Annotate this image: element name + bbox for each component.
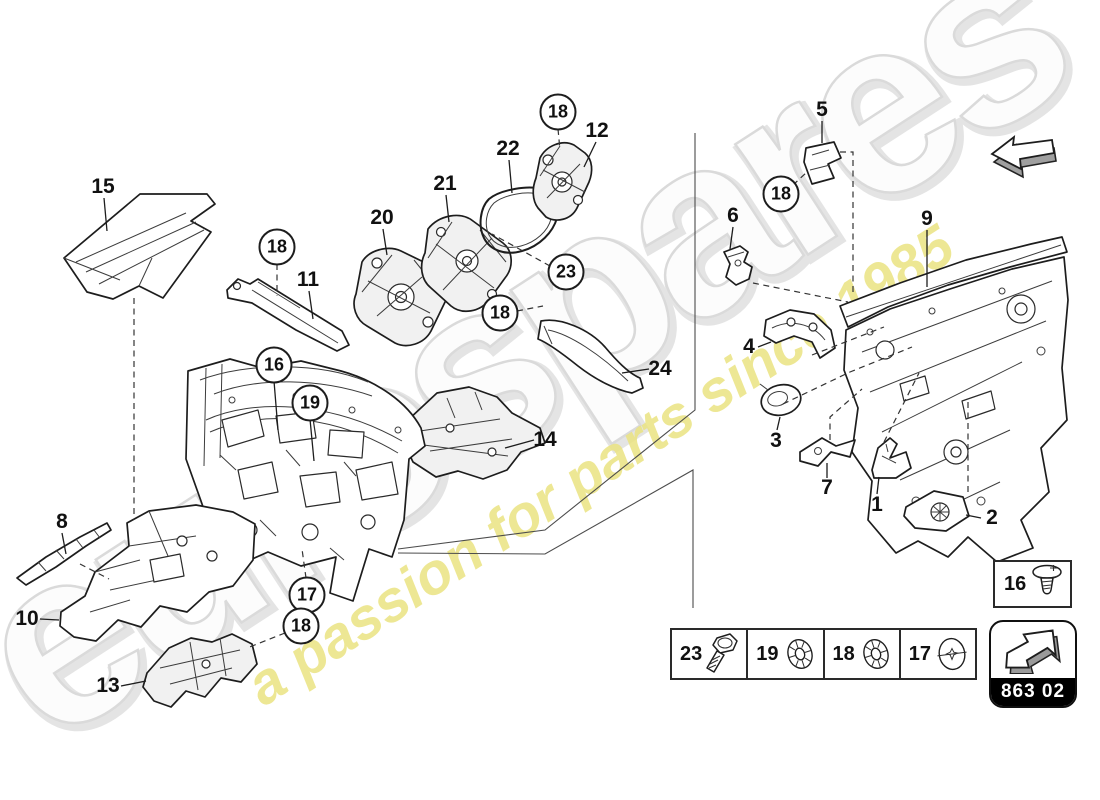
leader-lines xyxy=(39,121,982,687)
part-1-drawing xyxy=(871,437,912,479)
callout-22: 22 xyxy=(496,137,520,160)
part-group-box[interactable]: 863 02 xyxy=(989,620,1077,708)
legend-row: 23 19 18 17 xyxy=(670,628,977,680)
callout-6: 6 xyxy=(727,204,739,227)
callout-11: 11 xyxy=(296,268,320,291)
legend-number: 17 xyxy=(908,642,931,665)
part-14-drawing xyxy=(402,386,546,480)
callout-15: 15 xyxy=(91,175,115,198)
part-6-drawing xyxy=(723,245,753,286)
guide-dashed-lines xyxy=(79,128,969,649)
callout-5: 5 xyxy=(816,98,828,121)
callout-21: 21 xyxy=(433,172,457,195)
hardware-item-16[interactable]: 16 xyxy=(993,560,1072,608)
part-13-drawing xyxy=(142,633,258,708)
callout-4: 4 xyxy=(743,335,755,358)
callout-23-circled[interactable]: 23 xyxy=(547,253,585,291)
part-24-drawing xyxy=(537,319,644,394)
spoke-clip-icon xyxy=(862,639,889,669)
part-12-drawing xyxy=(532,141,593,221)
callout-18-circled[interactable]: 18 xyxy=(481,294,519,332)
callout-1: 1 xyxy=(871,493,883,516)
callout-18-circled[interactable]: 18 xyxy=(762,175,800,213)
part-11-drawing xyxy=(226,278,350,352)
screw-rivet-icon xyxy=(1032,564,1062,594)
callout-18-circled[interactable]: 18 xyxy=(539,93,577,131)
callout-7: 7 xyxy=(821,476,833,499)
legend-item-19[interactable]: 19 xyxy=(748,630,825,678)
part-8-drawing xyxy=(16,522,112,586)
callout-18-circled[interactable]: 18 xyxy=(258,228,296,266)
arrow-left-icon xyxy=(990,134,1057,179)
callout-13: 13 xyxy=(96,674,120,697)
callout-8: 8 xyxy=(56,510,68,533)
oval-rivet-icon xyxy=(937,637,967,671)
part-15-drawing xyxy=(63,193,216,300)
firewall-drawing xyxy=(839,236,1069,563)
callout-3: 3 xyxy=(770,429,782,452)
part-2-drawing xyxy=(903,490,970,532)
callout-16-circled[interactable]: 16 xyxy=(255,346,293,384)
view-bracket-lines xyxy=(397,133,696,608)
legend-item-18[interactable]: 18 xyxy=(824,630,901,678)
hardware-number: 16 xyxy=(1004,572,1027,595)
part-5-drawing xyxy=(803,141,842,185)
callout-20: 20 xyxy=(370,206,394,229)
callout-9: 9 xyxy=(921,207,933,230)
callout-24: 24 xyxy=(648,357,672,380)
legend-item-23[interactable]: 23 xyxy=(672,630,749,678)
callout-18-circled[interactable]: 18 xyxy=(282,607,320,645)
callout-14: 14 xyxy=(533,428,557,451)
part-7-drawing xyxy=(799,437,856,467)
spoke-clip-icon xyxy=(786,639,813,669)
callout-12: 12 xyxy=(585,119,609,142)
legend-number: 19 xyxy=(756,642,779,665)
callout-2: 2 xyxy=(986,506,998,529)
callout-19-circled[interactable]: 19 xyxy=(291,384,329,422)
part-4-drawing xyxy=(763,309,836,359)
part-3-drawing xyxy=(759,383,802,417)
nav-arrow-area xyxy=(991,622,1075,678)
part-21-drawing xyxy=(420,214,512,313)
callout-10: 10 xyxy=(15,607,39,630)
screw-box-icon-slot xyxy=(1026,560,1066,609)
arrow-up-right-icon xyxy=(1005,629,1061,674)
legend-number: 18 xyxy=(832,642,855,665)
prev-diagram-button[interactable] xyxy=(986,124,1062,186)
legend-number: 23 xyxy=(680,642,703,665)
hex-bolt-icon xyxy=(706,633,738,673)
floor-insulation-drawing xyxy=(59,504,256,642)
legend-item-17[interactable]: 17 xyxy=(900,630,975,678)
part-group-code: 863 02 xyxy=(991,678,1075,706)
